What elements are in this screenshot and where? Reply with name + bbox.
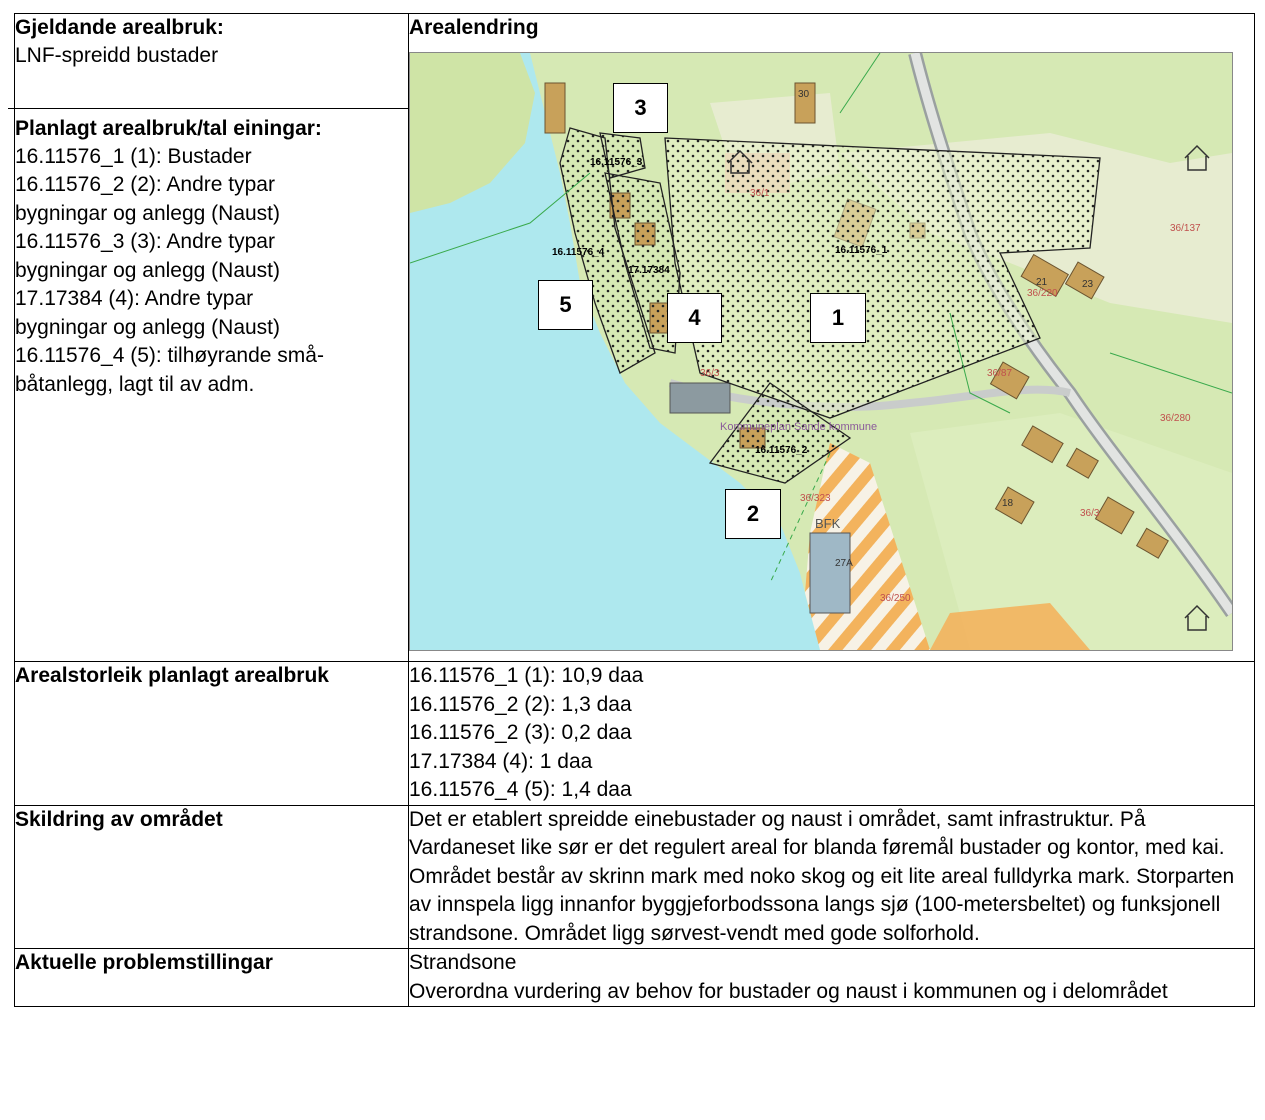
parcel-label: 36/220 xyxy=(1027,288,1058,299)
description-label-cell: Skildring av området xyxy=(14,804,409,949)
parcel-label: 36/250 xyxy=(880,593,911,604)
parcel-label: 21 xyxy=(1036,277,1048,288)
current-use-heading: Gjeldande arealbruk: xyxy=(15,16,224,39)
zone-id-2: 16.11576_2 xyxy=(755,445,808,456)
planned-use-list: 16.11576_1 (1): Bustader 16.11576_2 (2): … xyxy=(15,143,408,400)
zone-id-5: 17.17384 xyxy=(628,265,670,276)
planned-use-line: 16.11576_2 (2): Andre typar xyxy=(15,173,275,196)
map-cell: Arealendring xyxy=(408,13,1255,662)
size-value-line: 16.11576_4 (5): 1,4 daa xyxy=(409,778,632,801)
map-bfk-label: BFK xyxy=(815,516,841,531)
planned-use-line: 16.11576_1 (1): Bustader xyxy=(15,144,252,168)
map-label-1: 1 xyxy=(810,293,866,343)
issues-label-cell: Aktuelle problemstillingar xyxy=(14,948,409,1007)
planned-use-line: bygningar og anlegg (Naust) xyxy=(15,201,281,225)
map-label-2: 2 xyxy=(725,489,781,539)
description-label: Skildring av området xyxy=(15,807,223,831)
document-page: Gjeldande arealbruk: LNF-spreidd bustade… xyxy=(8,13,1255,1120)
planned-use-line: båtanlegg, lagt til av adm. xyxy=(15,372,255,396)
map-caption: Kommuneplan Sande kommune xyxy=(720,421,878,433)
description-text: Det er etablert spreidde einebustader og… xyxy=(409,807,1235,945)
area-change-heading: Arealendring xyxy=(409,16,539,39)
planned-use-line: bygningar og anlegg (Naust) xyxy=(15,315,281,339)
parcel-label: 36/1 xyxy=(750,188,770,199)
map-graphic xyxy=(410,53,1232,650)
parcel-label: 27A xyxy=(835,558,853,569)
left-info-cell: Gjeldande arealbruk: LNF-spreidd bustade… xyxy=(8,13,415,662)
area-map: 3 5 4 1 2 16.11576_1 16.11576_2 16.11576… xyxy=(409,52,1233,651)
parcel-label: 30 xyxy=(798,89,810,100)
parcel-label: 36/3 xyxy=(700,368,720,379)
zone-id-3: 16.11576_3 xyxy=(590,157,643,168)
map-label-4: 4 xyxy=(667,293,722,343)
size-value-line: 16.11576_2 (3): 0,2 daa xyxy=(409,721,632,744)
size-label: Arealstorleik planlagt arealbruk xyxy=(15,664,329,687)
planned-use-line: 16.11576_4 (5): tilhøyrande små- xyxy=(15,344,324,367)
parcel-label: 36/280 xyxy=(1160,413,1191,424)
issue-line: Strandsone xyxy=(409,951,517,974)
planned-use-line: bygningar og anlegg (Naust) xyxy=(15,258,281,282)
size-label-cell: Arealstorleik planlagt arealbruk xyxy=(14,661,409,806)
parcel-label: 36/87 xyxy=(987,368,1013,379)
parcel-label: 18 xyxy=(1002,498,1014,509)
map-label-3: 3 xyxy=(613,83,668,133)
zone-id-1: 16.11576_1 xyxy=(835,245,888,256)
issues-label: Aktuelle problemstillingar xyxy=(15,951,273,974)
size-value-line: 16.11576_2 (2): 1,3 daa xyxy=(409,692,632,716)
parcel-label: 36/323 xyxy=(800,493,831,504)
table-row-size: Arealstorleik planlagt arealbruk 16.1157… xyxy=(14,661,1255,806)
planned-use-line: 16.11576_3 (3): Andre typar xyxy=(15,230,275,253)
issue-line: Overordna vurdering av behov for bustade… xyxy=(409,979,1168,1003)
table-row-map: Gjeldande arealbruk: LNF-spreidd bustade… xyxy=(8,13,1255,662)
map-label-5: 5 xyxy=(538,280,593,330)
divider xyxy=(8,107,415,109)
zone-id-4: 16.11576_4 xyxy=(552,247,605,258)
parcel-label: 36/137 xyxy=(1170,223,1201,234)
current-use-value: LNF-spreidd bustader xyxy=(15,44,219,67)
parcel-label: 36/3 xyxy=(1080,508,1100,519)
area-change-table: Gjeldande arealbruk: LNF-spreidd bustade… xyxy=(8,13,1255,1007)
planned-use-line: 17.17384 (4): Andre typar xyxy=(15,287,254,310)
description-text-cell: Det er etablert spreidde einebustader og… xyxy=(408,804,1255,949)
parcel-label: 23 xyxy=(1082,279,1094,290)
size-values-list: 16.11576_1 (1): 10,9 daa 16.11576_2 (2): … xyxy=(409,662,1254,805)
size-values-cell: 16.11576_1 (1): 10,9 daa 16.11576_2 (2): … xyxy=(408,661,1255,806)
size-value-line: 17.17384 (4): 1 daa xyxy=(409,749,593,773)
table-row-description: Skildring av området Det er etablert spr… xyxy=(14,804,1255,949)
planned-use-heading: Planlagt arealbruk/tal einingar: xyxy=(15,116,322,140)
size-value-line: 16.11576_1 (1): 10,9 daa xyxy=(409,664,644,687)
